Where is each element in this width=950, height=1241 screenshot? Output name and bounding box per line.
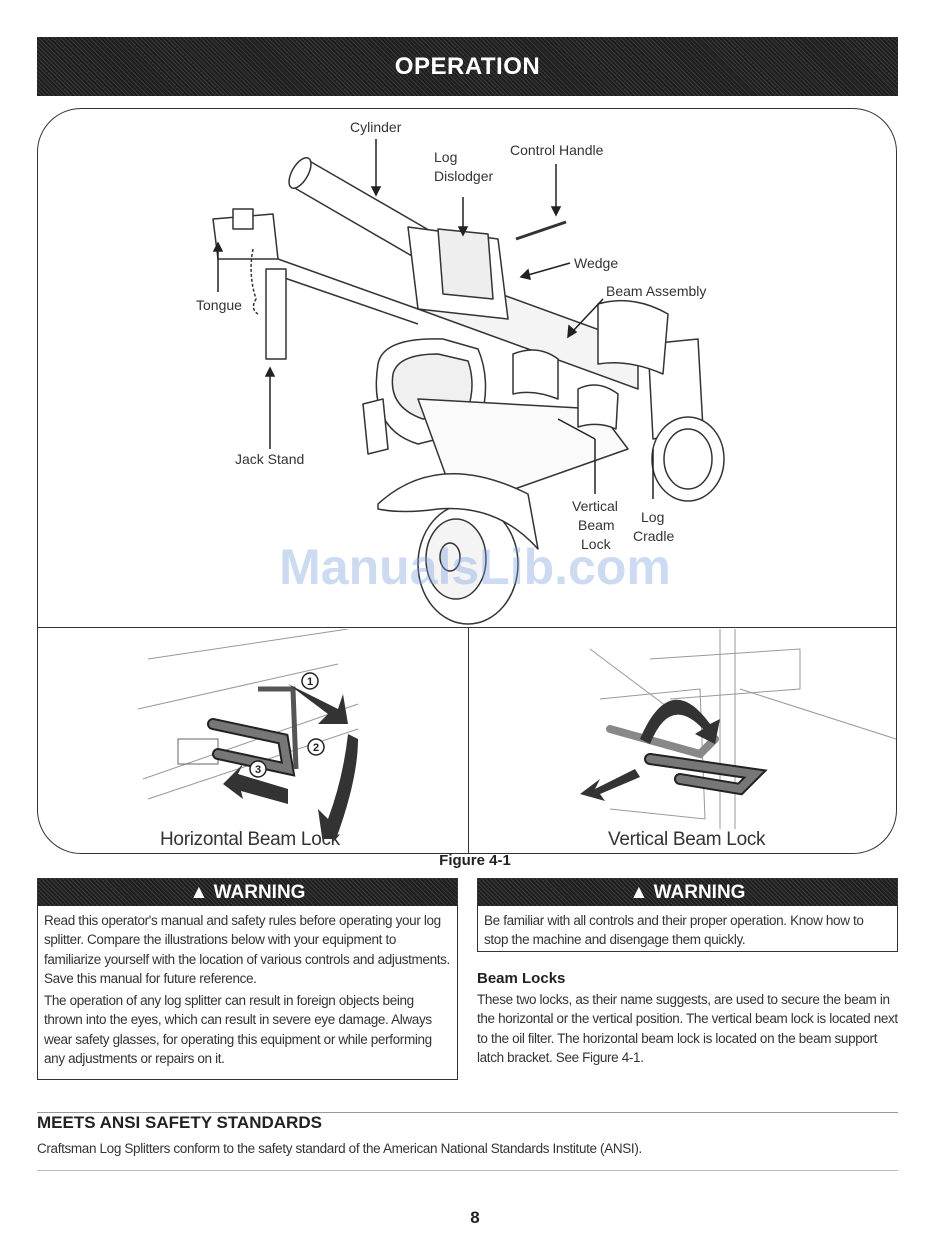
label-vertical-beam-lock-line2: Beam [578, 517, 615, 533]
warning-header-left: ▲ WARNING [38, 879, 457, 906]
label-log-dislodger-line1: Log [434, 149, 458, 165]
watermark: ManualsLib.com [279, 539, 671, 595]
warning-body-right: Be familiar with all controls and their … [478, 906, 897, 959]
label-log-cradle-line2: Cradle [633, 528, 675, 544]
warning-triangle-icon: ▲ [189, 882, 209, 903]
label-cylinder: Cylinder [350, 119, 402, 135]
label-log-dislodger-line2: Dislodger [434, 168, 494, 184]
beam-locks-text: These two locks, as their name suggests,… [477, 992, 898, 1065]
label-vertical-beam-lock-line1: Vertical [572, 498, 618, 514]
warning-triangle-icon: ▲ [629, 882, 649, 903]
section-header-bar: OPERATION [37, 37, 898, 96]
caption-vertical-beam-lock: Vertical Beam Lock [608, 829, 766, 850]
label-tongue: Tongue [196, 297, 242, 313]
warning-left-paragraph-1: Read this operator's manual and safety r… [44, 913, 450, 986]
step-1-label: 1 [307, 676, 313, 688]
horizontal-beam-lock-illustration: 1 2 3 [137, 629, 359, 839]
ansi-bottom-rule [37, 1170, 898, 1171]
ansi-top-rule [37, 1112, 898, 1113]
warning-title-left: WARNING [213, 882, 306, 903]
beam-locks-heading: Beam Locks [477, 970, 566, 987]
warning-title-right: WARNING [653, 882, 746, 903]
figure-4-1: Cylinder Log Dislodger Control Handle We… [37, 108, 897, 854]
label-log-cradle-line1: Log [641, 509, 665, 525]
warning-left-paragraph-2: The operation of any log splitter can re… [44, 993, 432, 1067]
panel-divider-vertical [468, 627, 469, 853]
log-splitter-illustration [212, 139, 725, 625]
figure-caption: Figure 4-1 [439, 852, 511, 869]
caption-horizontal-beam-lock: Horizontal Beam Lock [160, 829, 340, 850]
ansi-text: Craftsman Log Splitters conform to the s… [37, 1141, 642, 1156]
section-title: OPERATION [394, 53, 541, 80]
ansi-heading: MEETS ANSI SAFETY STANDARDS [37, 1113, 322, 1132]
warning-box-right: ▲ WARNING Be familiar with all controls … [477, 878, 898, 952]
label-control-handle: Control Handle [510, 142, 604, 158]
warning-box-left: ▲ WARNING Read this operator's manual an… [37, 878, 458, 1080]
vertical-beam-lock-illustration [580, 629, 896, 829]
label-jack-stand: Jack Stand [235, 451, 305, 467]
warning-body-left: Read this operator's manual and safety r… [38, 906, 457, 1077]
step-3-label: 3 [255, 764, 261, 776]
label-beam-assembly: Beam Assembly [606, 283, 707, 299]
warning-header-right: ▲ WARNING [478, 879, 897, 906]
panel-divider-horizontal [38, 627, 896, 628]
step-2-label: 2 [313, 742, 319, 754]
label-vertical-beam-lock-line3: Lock [581, 536, 611, 552]
page-number: 8 [470, 1208, 480, 1227]
warning-right-paragraph-1: Be familiar with all controls and their … [484, 913, 864, 948]
label-wedge: Wedge [574, 255, 619, 271]
